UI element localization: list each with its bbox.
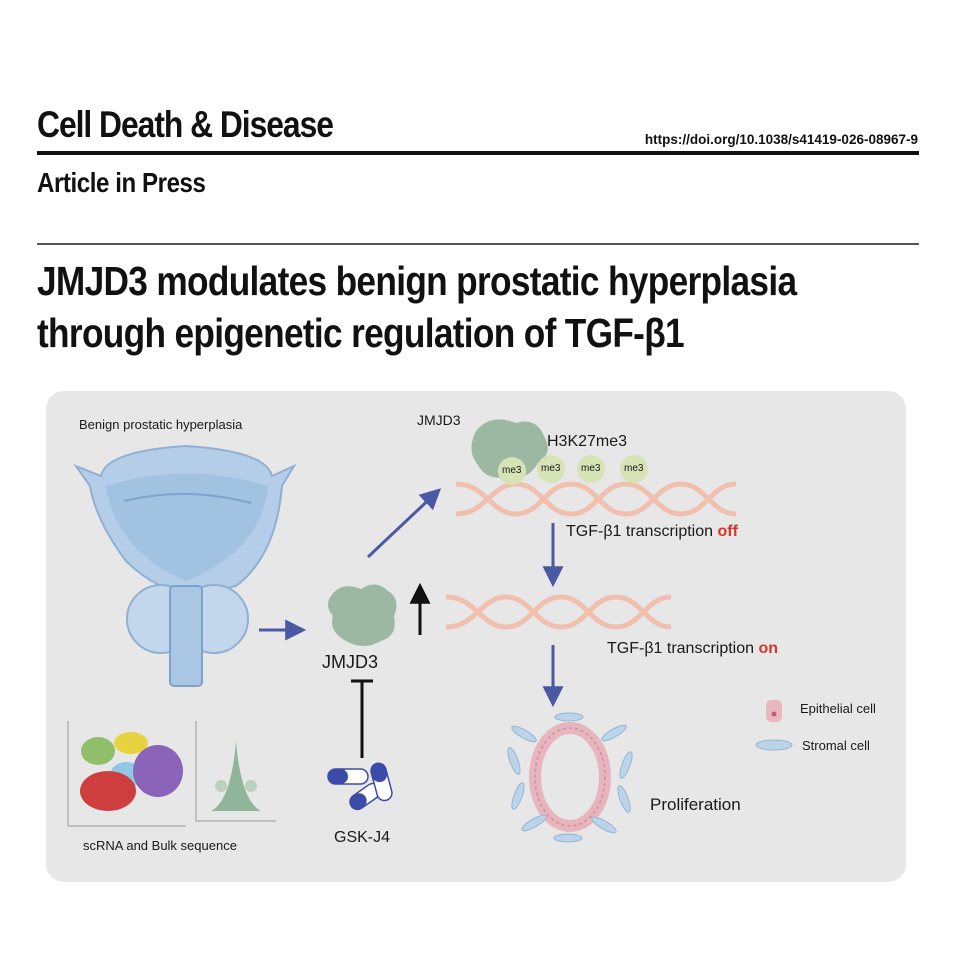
dna-helix-top xyxy=(455,481,737,517)
inhibition-line xyxy=(351,679,373,758)
volcano-plot xyxy=(195,721,276,822)
bph-label: Benign prostatic hyperplasia xyxy=(79,417,243,432)
state-on: on xyxy=(758,640,779,657)
journal-name: Cell Death & Disease xyxy=(37,104,334,145)
me3-marks xyxy=(498,455,648,485)
jmjd3-protein-top xyxy=(471,419,548,478)
article-title: JMJD3 modulates benign prostatic hyperpl… xyxy=(37,255,897,359)
me3-label-4: me3 xyxy=(624,463,644,474)
title-line-2: through epigenetic regulation of TGF-β1 xyxy=(37,310,685,356)
arrow-to-h3k27me3 xyxy=(366,488,442,559)
me3-label-1: me3 xyxy=(502,465,522,476)
title-line-1: JMJD3 modulates benign prostatic hyperpl… xyxy=(37,258,797,304)
tsne-plot xyxy=(67,721,186,827)
proliferation-label: Proliferation xyxy=(650,795,741,814)
jmjd3-center-label: JMJD3 xyxy=(322,652,379,672)
me3-label-3: me3 xyxy=(581,463,601,474)
proliferation-illustration xyxy=(507,712,633,843)
bladder-prostate-illustration xyxy=(73,444,297,687)
gsk-j4-pills-icon xyxy=(327,762,393,811)
transcription-off-label: TGF-β1 transcription off xyxy=(566,523,738,540)
graphical-abstract-figure xyxy=(67,419,793,843)
stromal-cell-icon xyxy=(755,739,793,751)
transcription-on-label: TGF-β1 transcription on xyxy=(607,640,779,657)
jmjd3-protein-center xyxy=(327,584,397,646)
header-rule xyxy=(37,151,919,155)
article-status: Article in Press xyxy=(37,167,206,198)
title-rule xyxy=(37,243,919,245)
jmjd3-top-label: JMJD3 xyxy=(417,412,461,428)
epithelial-cell-icon xyxy=(766,700,782,722)
sequencing-label: scRNA and Bulk sequence xyxy=(83,838,237,853)
gsk-j4-label: GSK-J4 xyxy=(334,829,391,846)
legend-stromal-label: Stromal cell xyxy=(802,738,870,753)
state-off: off xyxy=(717,523,738,540)
dna-helix-middle xyxy=(445,594,672,630)
legend-epithelial-label: Epithelial cell xyxy=(800,701,876,716)
doi-link[interactable]: https://doi.org/10.1038/s41419-026-08967… xyxy=(644,132,918,147)
h3k27me3-label: H3K27me3 xyxy=(547,433,628,450)
me3-label-2: me3 xyxy=(541,463,561,474)
